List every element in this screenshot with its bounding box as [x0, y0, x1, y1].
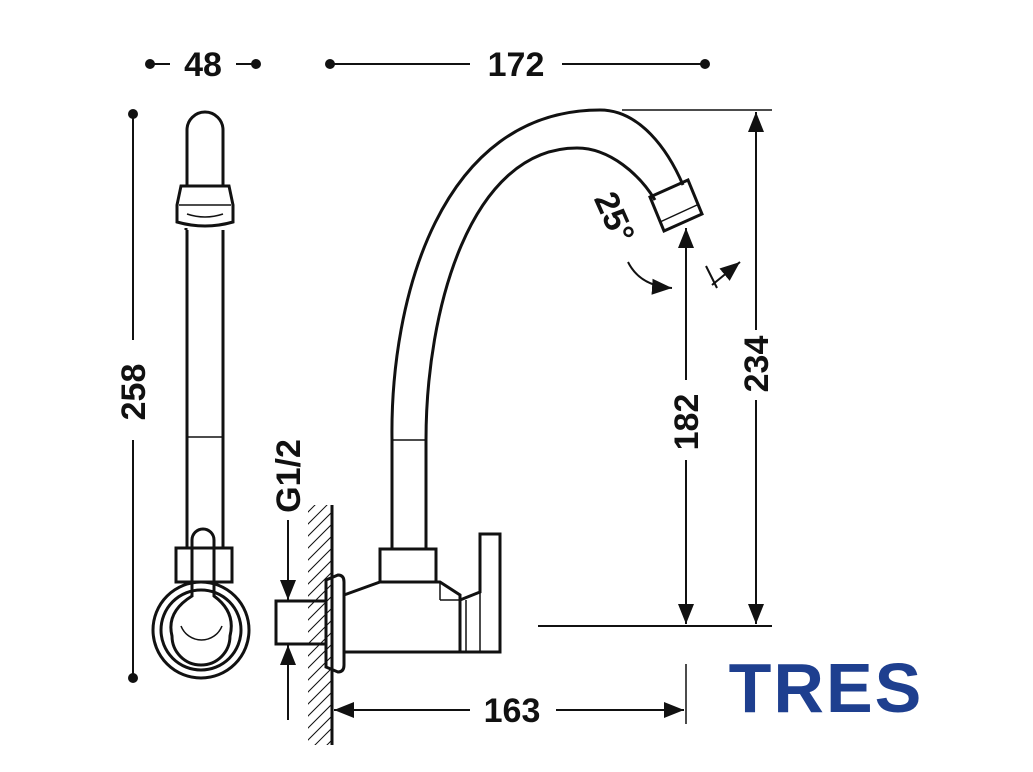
dim-label-48: 48: [184, 46, 222, 84]
dim-label-234: 234: [738, 336, 776, 393]
dim-depth-wall: 163: [334, 664, 687, 730]
faucet-side-view: [151, 110, 251, 680]
brand-logo-text: TRES: [729, 649, 924, 727]
dim-label-172: 172: [488, 46, 545, 84]
dim-thread: G1/2: [270, 439, 308, 720]
faucet-profile-view: [274, 108, 772, 674]
dim-label-163: 163: [484, 692, 541, 730]
dim-label-182: 182: [668, 394, 706, 451]
dim-height-outlet: 182: [668, 228, 706, 624]
dim-label-thread: G1/2: [270, 439, 308, 513]
dim-angle: 25°: [586, 186, 741, 295]
dim-height-total: 258: [115, 109, 153, 683]
dim-label-258: 258: [115, 364, 153, 421]
dim-label-angle: 25°: [586, 186, 642, 248]
wall-section: [308, 505, 334, 745]
dim-height-spout: 234: [622, 109, 776, 624]
dim-width-side: 48: [145, 46, 261, 84]
dim-width-reach: 172: [325, 46, 710, 84]
tres-logo: TRES: [729, 649, 924, 727]
